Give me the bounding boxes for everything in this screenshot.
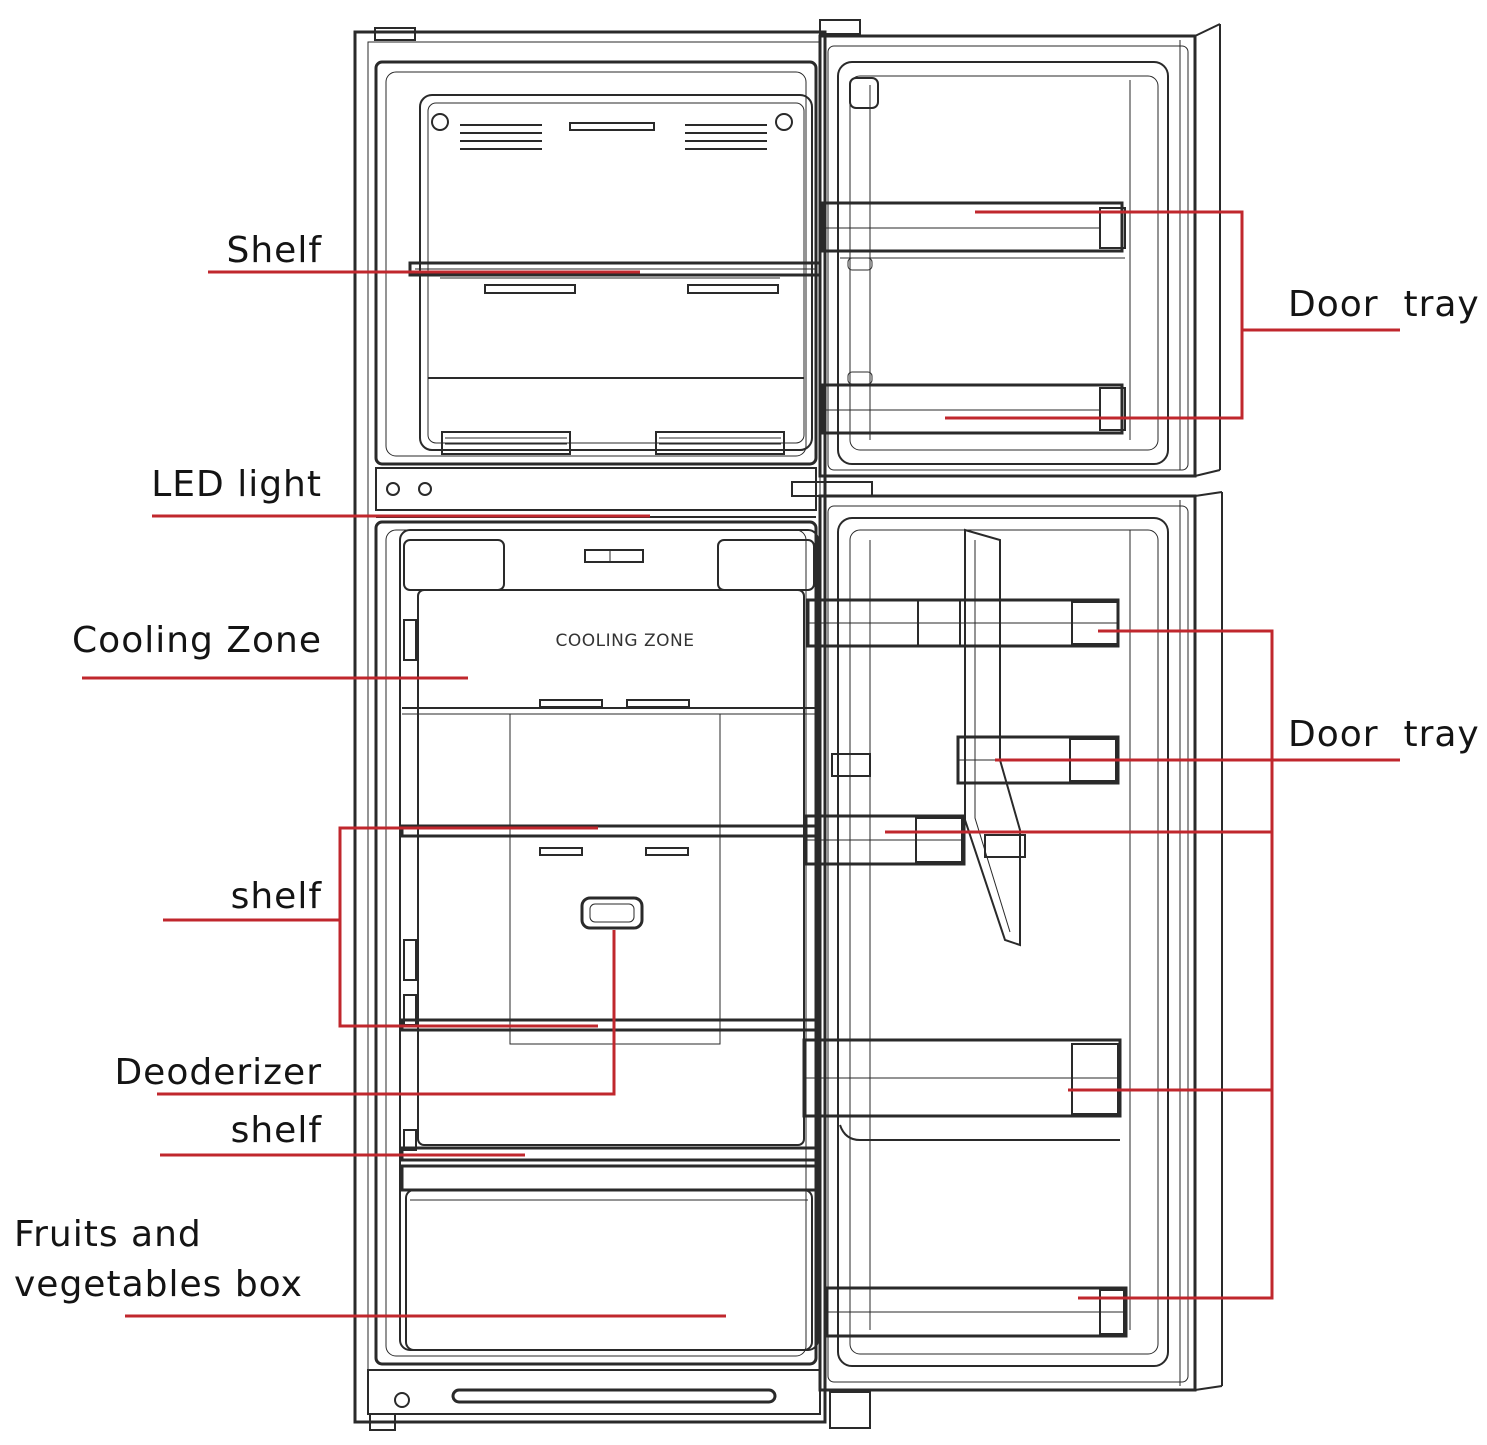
refrigerator-body xyxy=(353,19,871,1431)
label-door-tray-top: Door tray xyxy=(1288,284,1480,325)
shelf-middle-leader xyxy=(338,826,598,1028)
door-bottle-rail xyxy=(964,528,1026,947)
cooling-zone-drawer: COOLING ZONE xyxy=(402,549,816,715)
crisper-drawer xyxy=(400,1164,818,1351)
lower-door-tray-4 xyxy=(802,1038,1122,1118)
fridge-compartment: COOLING ZONE xyxy=(374,520,819,1366)
shelf-clips xyxy=(403,619,417,1151)
lower-door-tray-5 xyxy=(824,1286,1128,1338)
upper-door-tray-1 xyxy=(820,201,1126,271)
label-led-light: LED light xyxy=(151,464,322,505)
label-deoderizer: Deoderizer xyxy=(114,1052,322,1093)
freezer-bottom-vent xyxy=(441,431,785,455)
door-tray-bottom-leader xyxy=(1078,629,1274,1300)
label-shelf-lower: shelf xyxy=(231,1110,323,1151)
freezer-shelf xyxy=(408,261,822,294)
label-fruits-line2: vegetables box xyxy=(14,1264,303,1305)
label-cooling-zone: Cooling Zone xyxy=(72,620,322,661)
labels: Shelf Door tray LED light Cooling Zone D… xyxy=(14,230,1480,1305)
lower-door-tray-1 xyxy=(806,598,1120,648)
upper-door-tray-2 xyxy=(820,371,1126,435)
label-shelf-top: Shelf xyxy=(227,230,323,271)
label-door-tray-bottom: Door tray xyxy=(1288,714,1480,755)
freezer-top-vent xyxy=(460,122,767,150)
cooling-zone-inner-label: COOLING ZONE xyxy=(556,631,695,651)
lower-door-tray-3 xyxy=(804,814,966,866)
led-control-strip xyxy=(375,467,873,518)
door-tray-top-leader xyxy=(945,210,1244,420)
upper-door xyxy=(818,23,1221,478)
deoderizer-unit xyxy=(580,896,644,930)
label-fruits-line1: Fruits and xyxy=(14,1214,202,1255)
label-shelf-middle: shelf xyxy=(231,876,323,917)
leader-lines xyxy=(82,210,1400,1318)
freezer-compartment xyxy=(374,60,822,466)
deoderizer-leader xyxy=(157,930,616,1096)
middle-shelf xyxy=(400,824,818,856)
lower-door xyxy=(802,491,1223,1392)
